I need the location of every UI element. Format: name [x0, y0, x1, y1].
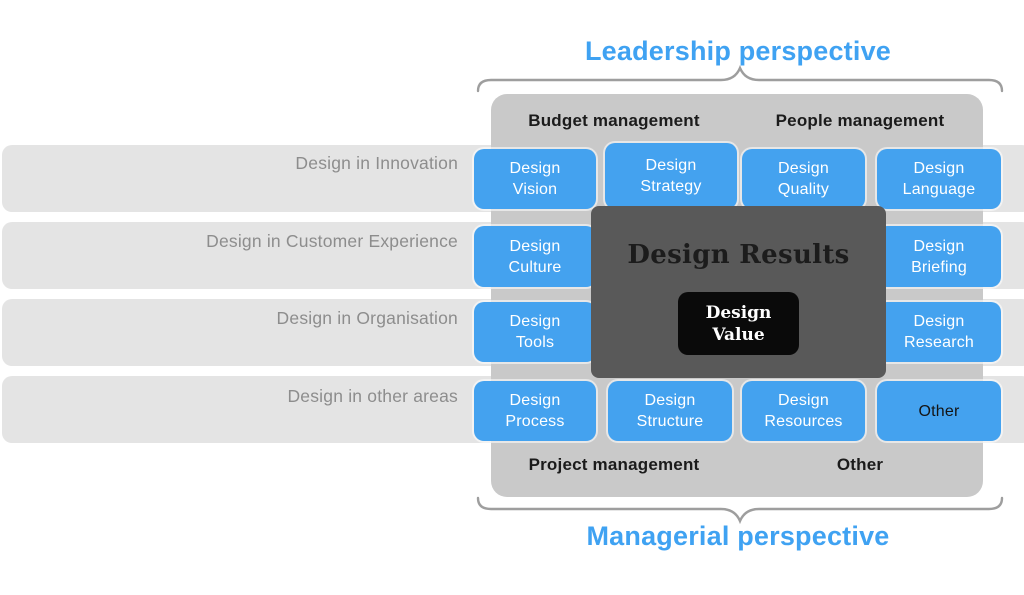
- row-label-innovation: Design in Innovation: [295, 153, 458, 173]
- label-budget-management: Budget management: [528, 111, 700, 130]
- leadership-brace-icon: [476, 64, 1004, 93]
- cell-design-tools[interactable]: Design Tools: [474, 302, 596, 362]
- cell-other[interactable]: Other: [877, 381, 1001, 441]
- cell-design-structure[interactable]: Design Structure: [608, 381, 732, 441]
- row-label-organisation: Design in Organisation: [276, 308, 458, 328]
- cell-design-briefing[interactable]: Design Briefing: [877, 226, 1001, 287]
- label-project-management: Project management: [528, 455, 700, 474]
- row-label-customer-experience: Design in Customer Experience: [206, 231, 458, 251]
- cell-design-quality[interactable]: Design Quality: [742, 149, 865, 209]
- cell-design-culture[interactable]: Design Culture: [474, 226, 596, 287]
- design-results-title: Design Results: [627, 240, 850, 270]
- row-label-other-areas: Design in other areas: [287, 386, 458, 406]
- label-other-management: Other: [836, 455, 884, 474]
- cell-design-resources[interactable]: Design Resources: [742, 381, 865, 441]
- managerial-perspective-heading: Managerial perspective: [586, 521, 890, 551]
- cell-design-language[interactable]: Design Language: [877, 149, 1001, 209]
- cell-design-vision[interactable]: Design Vision: [474, 149, 596, 209]
- cell-design-process[interactable]: Design Process: [474, 381, 596, 441]
- label-people-management: People management: [775, 111, 945, 130]
- design-results-overlay: Design Results Design Value: [591, 206, 886, 378]
- leadership-perspective-heading: Leadership perspective: [584, 36, 892, 66]
- cell-design-strategy[interactable]: Design Strategy: [605, 143, 737, 209]
- managerial-brace-icon: [476, 496, 1004, 525]
- design-value-badge: Design Value: [678, 292, 799, 355]
- cell-design-research[interactable]: Design Research: [877, 302, 1001, 362]
